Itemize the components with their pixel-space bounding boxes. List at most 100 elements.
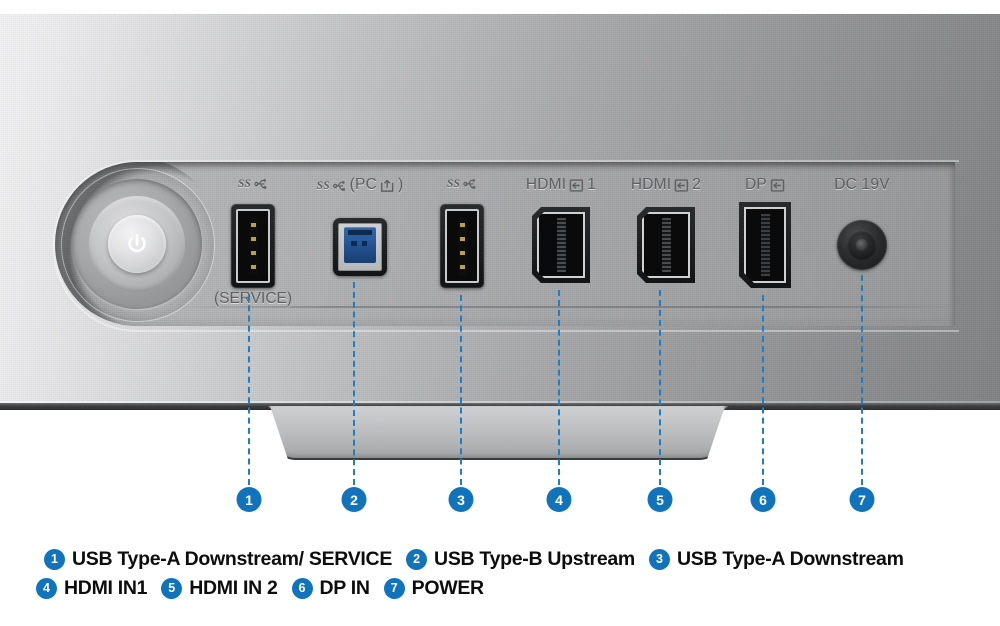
upstream-icon [380,178,395,193]
display-in-icon [770,178,785,193]
power-button-well [72,179,202,309]
usb-a-shell [440,204,484,288]
callout-marker-6[interactable]: 6 [750,487,776,512]
legend-item-6: 6 DP IN [291,577,370,600]
callout-line-3 [460,295,462,485]
legend-item-7: 7 POWER [383,577,484,600]
recess-left-ring [61,168,215,322]
svg-text:SS: SS [238,178,251,190]
port-label-usb-b-pc: SS (PC ) [317,176,404,194]
legend-badge-5: 5 [161,578,183,599]
hdmi-in-2-port[interactable] [637,207,695,283]
usb-a-downstream-port[interactable] [440,204,484,288]
hdmi-cavity [537,212,585,278]
legend-item-3: 3 USB Type-A Downstream [648,548,904,571]
dp-shell [739,202,791,288]
legend-badge-4: 4 [36,578,57,599]
legend-item-2: 2 USB Type-B Upstream [406,548,635,571]
usb-b-shell [333,218,387,276]
usb-a-cavity [236,209,270,283]
usb-b-upstream-port[interactable] [333,218,387,276]
legend-badge-6: 6 [291,578,313,599]
legend-label-7: POWER [411,577,484,599]
legend-label-3: USB Type-A Downstream [676,548,904,570]
hdmi-tongue [557,218,566,272]
legend-item-5: 5 HDMI IN 2 [161,577,278,600]
usb-a-shell [231,204,275,288]
port-label-dc: DC 19V [834,176,889,194]
body-bottom-highlight [0,401,1000,403]
usb-a-service-port[interactable] [231,204,275,288]
usb-superspeed-icon: SS [317,178,347,193]
hdmi-tongue [662,218,671,272]
svg-text:SS: SS [447,178,460,190]
callout-marker-3[interactable]: 3 [448,487,474,512]
legend-label-6: DP IN [319,577,370,599]
legend-item-1: 1 USB Type-A Downstream/ SERVICE [44,548,392,571]
legend-label-1: USB Type-A Downstream/ SERVICE [72,548,393,570]
port-label-dp: DP [745,176,785,194]
dp-tongue [761,214,770,276]
recess-bottom-line [175,306,955,308]
callout-line-1 [248,295,250,485]
hdmi-number: 2 [692,176,702,193]
callout-marker-7[interactable]: 7 [849,487,875,512]
stand-neck [270,406,725,460]
port-label-usb-a-service: SS [238,176,268,191]
displayport-in-port[interactable] [739,202,791,288]
display-in-icon [674,178,689,193]
hdmi-in-1-port[interactable] [532,207,590,283]
callout-marker-5[interactable]: 5 [647,487,673,512]
legend-label-5: HDMI IN 2 [189,577,278,599]
usb-b-cavity [338,223,382,271]
svg-text:SS: SS [317,180,330,192]
usb-superspeed-icon: SS [238,176,268,191]
legend-badge-1: 1 [44,549,65,570]
port-label-usb-a-2: SS [447,176,477,191]
legend: 1 USB Type-A Downstream/ SERVICE 2 USB T… [0,548,1000,600]
usb-superspeed-icon: SS [447,176,477,191]
callout-line-5 [659,290,661,485]
legend-row-1: 1 USB Type-A Downstream/ SERVICE 2 USB T… [0,548,1000,571]
callout-marker-4[interactable]: 4 [546,487,572,512]
port-label-pc-close: ) [397,176,404,193]
hdmi-text: HDMI [525,176,567,193]
legend-item-4: 4 HDMI IN1 [36,577,148,600]
callout-marker-1[interactable]: 1 [236,487,262,512]
dc-power-jack[interactable] [837,220,887,270]
legend-badge-7: 7 [383,578,405,599]
callout-line-2 [353,282,355,485]
legend-label-2: USB Type-B Upstream [434,548,635,570]
usb-b-connector-block [344,227,376,263]
legend-badge-3: 3 [648,549,670,570]
hdmi-text: HDMI [630,176,672,193]
power-icon [128,233,146,253]
callout-line-6 [762,295,764,485]
legend-label-4: HDMI IN1 [64,577,148,599]
dp-cavity [744,207,786,283]
callout-line-7 [861,275,863,485]
port-label-pc-open: (PC [349,176,377,193]
hdmi-shell [637,207,695,283]
power-button-ring [89,196,185,292]
hdmi-shell [532,207,590,283]
hdmi-number: 1 [587,176,597,193]
display-in-icon [569,178,584,193]
power-button[interactable] [108,215,166,273]
dp-text: DP [745,176,767,193]
dc-shell [837,220,887,270]
port-label-hdmi-2: HDMI 2 [631,176,701,194]
usb-a-tongue [248,217,258,275]
usb-a-tongue [457,217,467,275]
hdmi-cavity [642,212,690,278]
callout-marker-2[interactable]: 2 [341,487,367,512]
usb-a-cavity [445,209,479,283]
port-label-hdmi-1: HDMI 1 [526,176,596,194]
port-sublabel-service: (SERVICE) [213,290,293,307]
dc-inner-ring [847,230,877,260]
legend-badge-2: 2 [406,549,428,570]
legend-row-2: 4 HDMI IN1 5 HDMI IN 2 6 DP IN 7 POWER [0,577,1000,600]
dc-center-pin [856,239,868,251]
callout-line-4 [558,290,560,485]
